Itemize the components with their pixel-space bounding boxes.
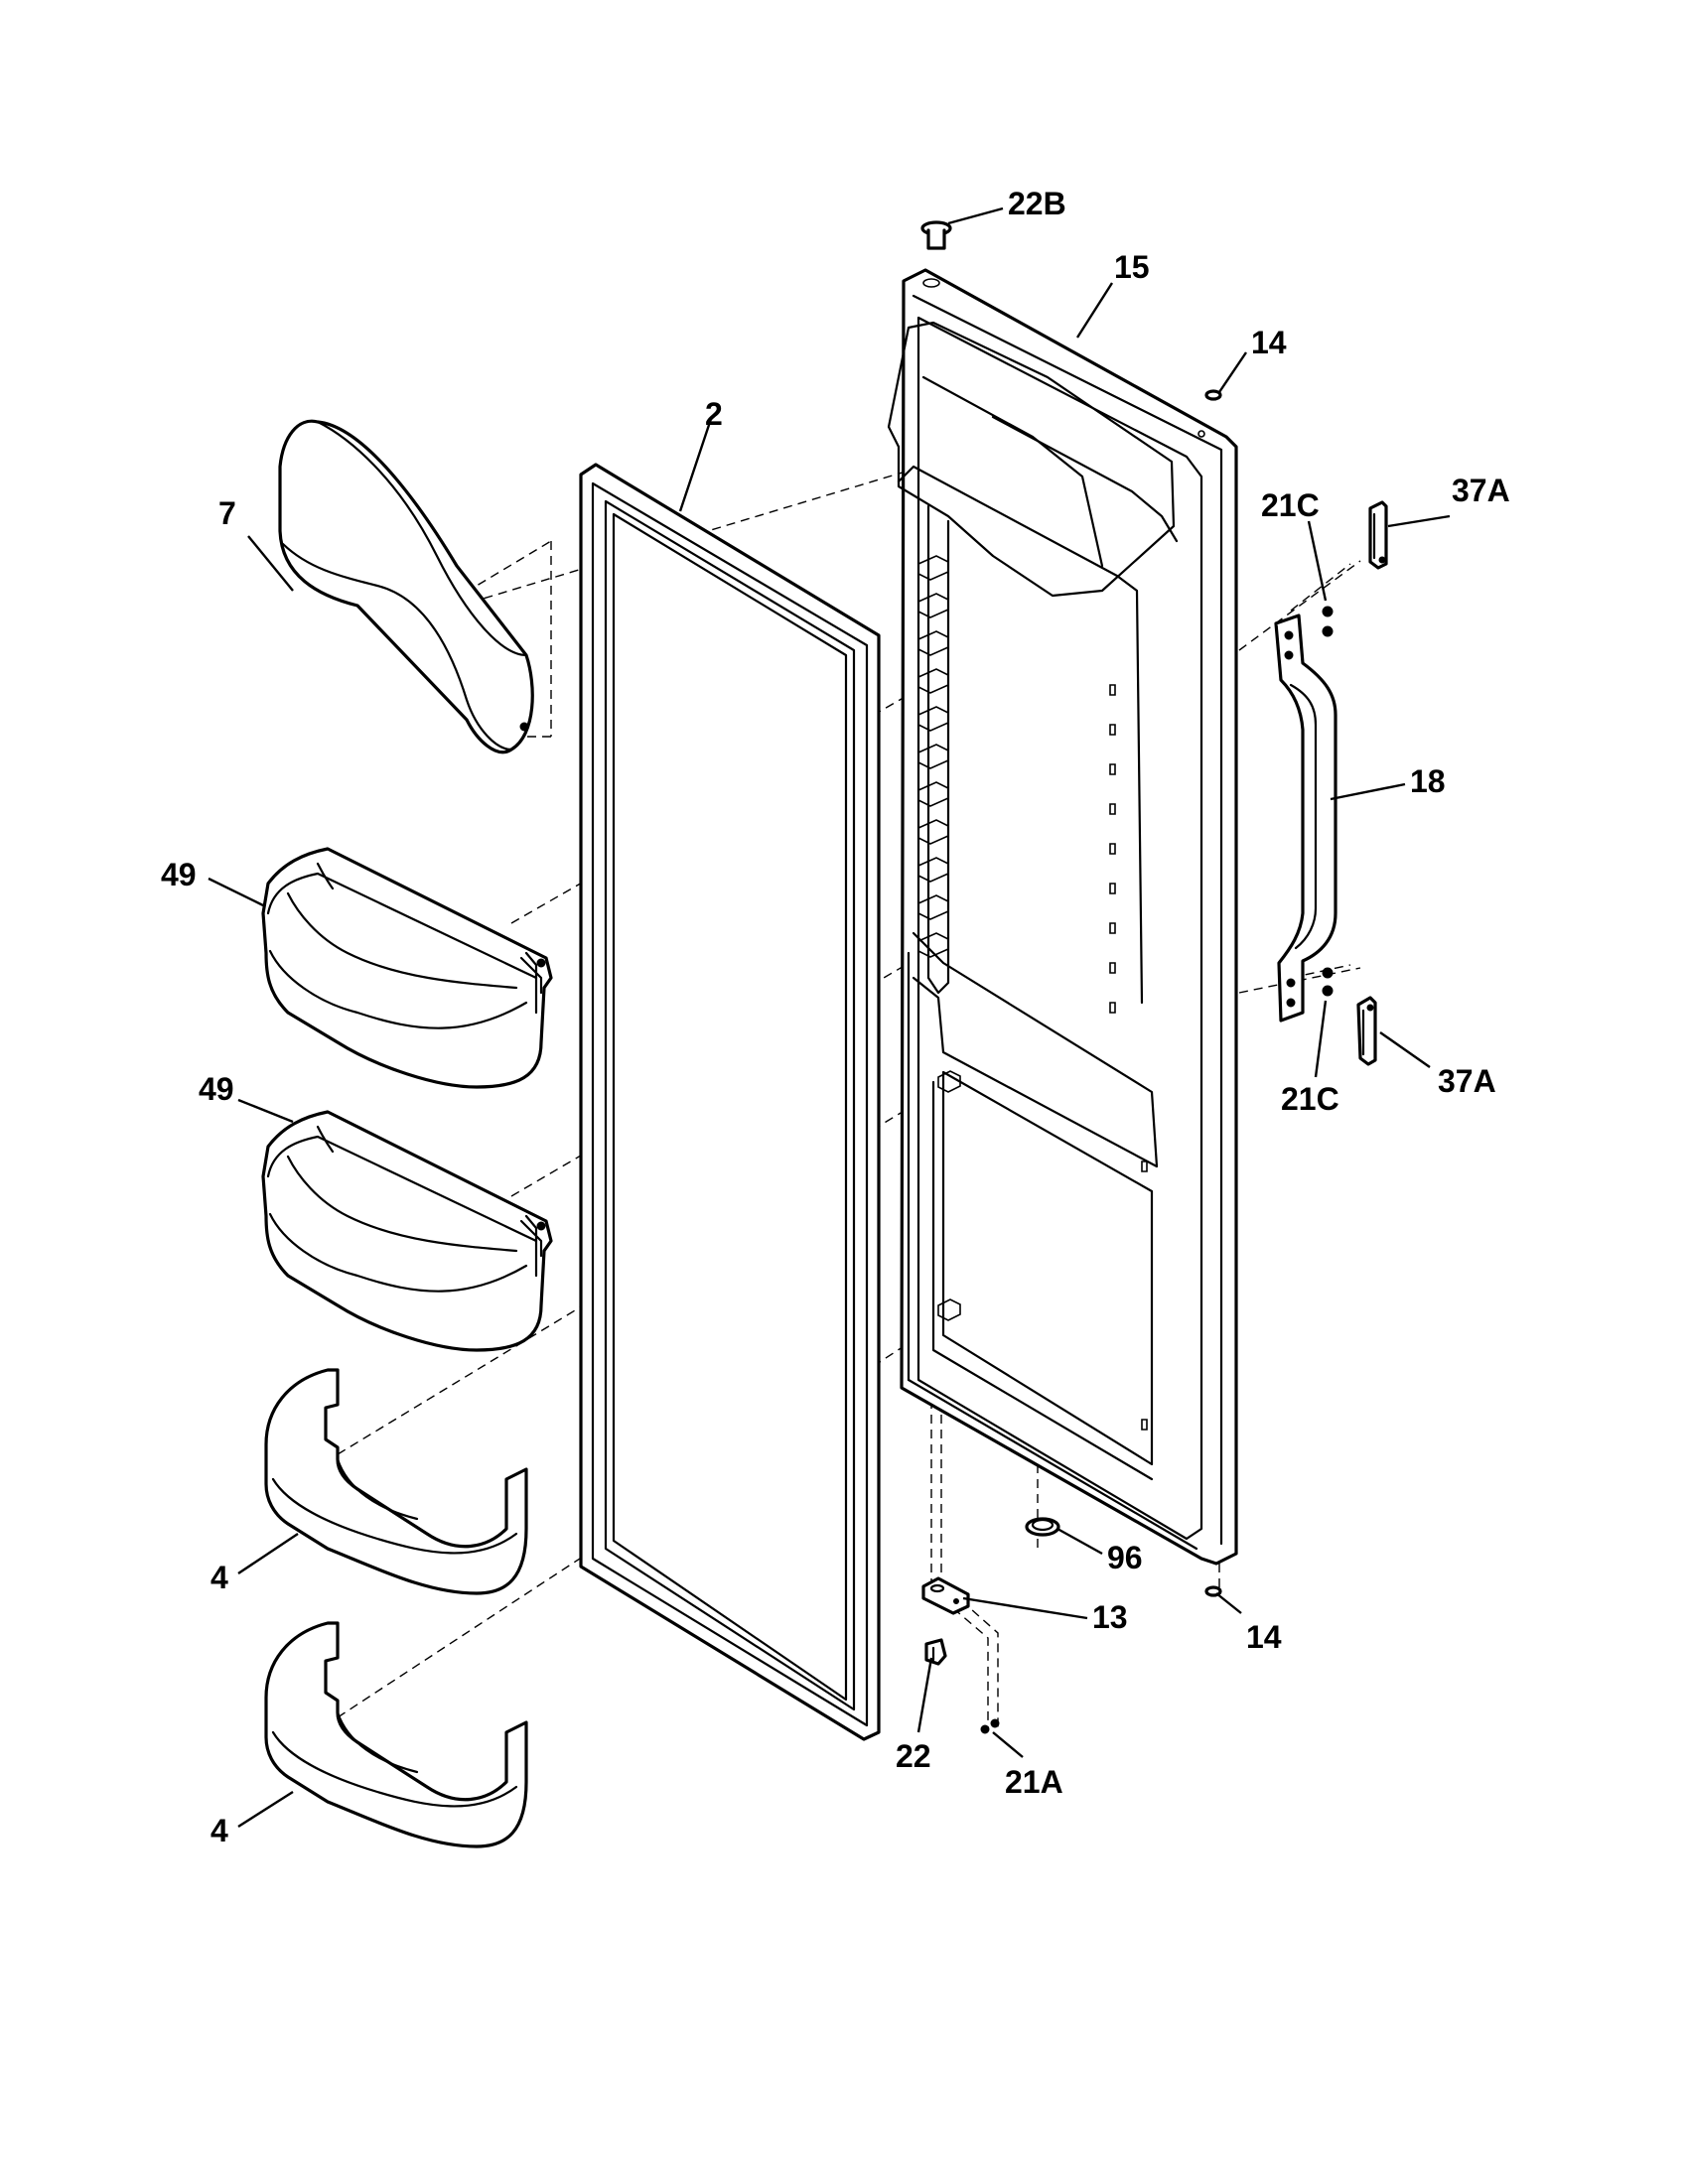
callout-21a: 21A <box>1005 1764 1063 1800</box>
callout-21c-top: 21C <box>1261 487 1320 523</box>
callout-7: 7 <box>218 495 236 531</box>
screw-21c-top-a <box>1322 606 1334 617</box>
callout-49-lower: 49 <box>199 1071 234 1107</box>
callout-21c-bottom: 21C <box>1281 1081 1339 1117</box>
door-liner-assembly <box>887 268 1238 1566</box>
door-gasket <box>579 463 881 1741</box>
cap-96 <box>1025 1517 1060 1537</box>
callout-96: 96 <box>1107 1540 1143 1575</box>
callout-4-upper: 4 <box>211 1560 228 1595</box>
dairy-bin <box>278 419 534 754</box>
callout-37a-top: 37A <box>1452 473 1510 508</box>
callout-18: 18 <box>1410 763 1446 799</box>
callout-2: 2 <box>705 396 723 432</box>
screw-21c-bottom-b <box>1322 985 1334 997</box>
leader-lines <box>208 206 1451 1829</box>
callout-4-lower: 4 <box>211 1813 228 1848</box>
door-handle <box>1274 614 1337 1023</box>
callout-15: 15 <box>1114 249 1150 285</box>
door-bin-upper <box>261 847 553 1089</box>
hinge-pin-bottom <box>924 1638 947 1666</box>
callout-labels: 22B 15 14 2 7 21C 37A 18 49 49 21C 37A 4… <box>161 186 1510 1848</box>
screw-21a-a <box>980 1724 990 1734</box>
callout-14-top: 14 <box>1251 325 1287 360</box>
plug-top <box>1204 389 1222 401</box>
callout-22b: 22B <box>1008 186 1066 221</box>
door-shelf-upper <box>264 1368 528 1595</box>
bottom-hinge-bracket <box>921 1576 970 1615</box>
screw-21c-bottom-a <box>1322 967 1334 979</box>
hardware <box>920 220 1388 1734</box>
screw-21a-b <box>990 1718 1000 1728</box>
callout-14-bottom: 14 <box>1246 1619 1282 1655</box>
door-shelf-lower <box>264 1621 528 1848</box>
callout-22: 22 <box>896 1738 931 1774</box>
end-cap-top <box>1368 500 1388 570</box>
screw-21c-top-b <box>1322 625 1334 637</box>
door-bin-lower <box>261 1110 553 1352</box>
end-cap-bottom <box>1356 996 1377 1066</box>
shelf-support-rails <box>917 555 1148 1431</box>
callout-49-upper: 49 <box>161 857 197 892</box>
callout-37a-bottom: 37A <box>1438 1063 1496 1099</box>
hinge-bushing-top <box>920 220 952 250</box>
callout-13: 13 <box>1092 1599 1128 1635</box>
